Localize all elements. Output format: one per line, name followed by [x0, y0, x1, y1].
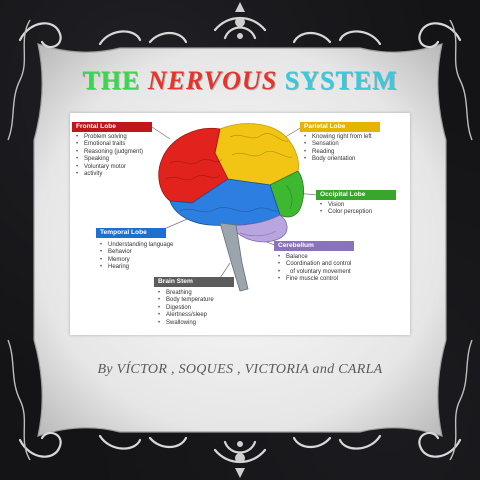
- list-item: Voluntary motor: [76, 164, 143, 172]
- frontal-lobe-label: Frontal Lobe: [72, 122, 152, 132]
- occipital-lobe-list: Vision Color perception: [320, 202, 372, 217]
- brainstem-shape: [219, 222, 249, 292]
- list-item: Vision: [320, 202, 372, 210]
- cerebellum-label: Cerebellum: [274, 241, 354, 251]
- list-item: Swallowing: [158, 320, 214, 328]
- parietal-lobe-list: Knowing right from left Sensation Readin…: [304, 134, 372, 164]
- list-item: Color perception: [320, 209, 372, 217]
- list-item: activity: [76, 171, 143, 179]
- list-item: Memory: [100, 257, 173, 265]
- brainstem-label: Brain Stem: [154, 277, 234, 287]
- cerebellum-shape: [229, 214, 288, 243]
- list-item: Body orientation: [304, 156, 372, 164]
- frontal-lobe-list: Problem solving Emotional traits Reasoni…: [76, 134, 143, 179]
- occipital-lobe-label: Occipital Lobe: [316, 190, 396, 200]
- parietal-lobe-label: Parietal Lobe: [300, 122, 380, 132]
- brain-illustration: [151, 123, 319, 292]
- list-item: Alertness/sleep: [158, 312, 214, 320]
- title-word-nervous: NERVOUS: [147, 66, 278, 95]
- cerebellum-list: Balance Coordination and control of volu…: [278, 254, 351, 284]
- list-item: Body temperature: [158, 297, 214, 305]
- list-item: Speaking: [76, 156, 143, 164]
- list-item: Behavior: [100, 249, 173, 257]
- list-item: Fine muscle control: [278, 276, 351, 284]
- list-item: Emotional traits: [76, 141, 143, 149]
- brainstem-list: Breathing Body temperature Digestion Ale…: [158, 290, 214, 327]
- list-item: Problem solving: [76, 134, 143, 142]
- list-item: Balance: [278, 254, 351, 262]
- brain-lobes-diagram: Frontal Lobe Problem solving Emotional t…: [70, 113, 410, 335]
- list-item: Reading: [304, 149, 372, 157]
- temporal-lobe-label: Temporal Lobe: [96, 228, 166, 238]
- temporal-lobe-list: Understanding language Behavior Memory H…: [100, 242, 173, 272]
- occipital-lobe-shape: [269, 170, 304, 218]
- list-item: Sensation: [304, 141, 372, 149]
- title-word-the: THE: [82, 66, 141, 95]
- author-byline: By VÍCTOR , SOQUES , VICTORIA and CARLA: [97, 362, 383, 377]
- list-item: Knowing right from left: [304, 134, 372, 142]
- list-item: Hearing: [100, 264, 173, 272]
- list-item: Reasoning (judgment): [76, 149, 143, 157]
- page-title: THE NERVOUS SYSTEM: [0, 66, 480, 96]
- list-item: Digestion: [158, 305, 214, 313]
- list-item: Breathing: [158, 290, 214, 298]
- title-word-system: SYSTEM: [284, 66, 398, 95]
- list-item: Understanding language: [100, 242, 173, 250]
- list-item: of voluntary movement: [278, 269, 351, 277]
- list-item: Coordination and control: [278, 261, 351, 269]
- parietal-lobe-shape: [214, 123, 299, 186]
